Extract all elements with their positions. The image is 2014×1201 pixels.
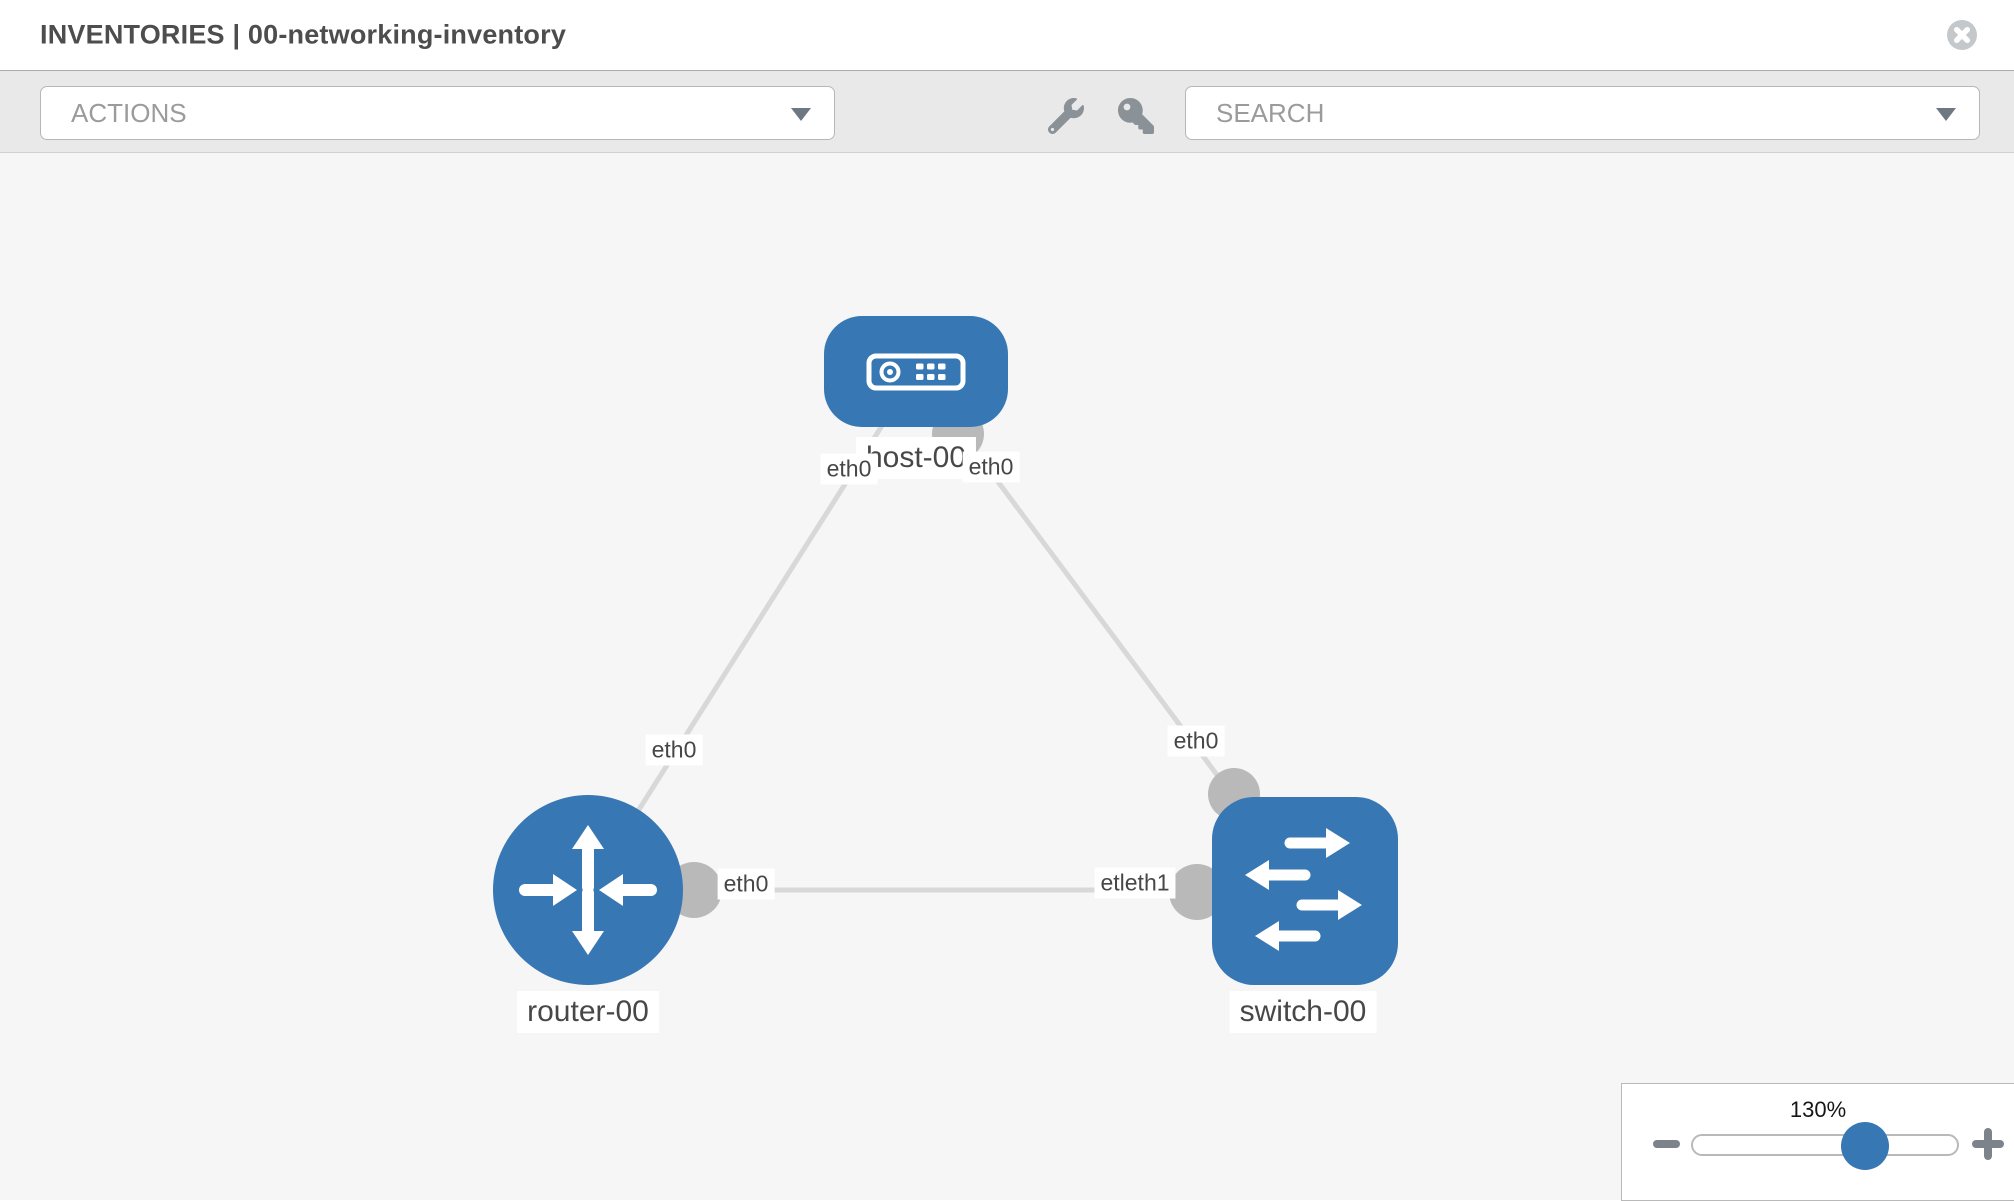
switch-arrows-icon	[1245, 828, 1362, 951]
zoom-panel: 130%	[1621, 1083, 2014, 1201]
node-router-00[interactable]	[493, 795, 683, 985]
key-icon	[1118, 98, 1154, 134]
credentials-button[interactable]	[1118, 98, 1154, 134]
iface-label-host-router-router-end: eth0	[645, 734, 703, 766]
circle-x-icon	[1947, 20, 1977, 50]
node-label-router: router-00	[517, 991, 659, 1033]
node-switch-00[interactable]	[1212, 797, 1398, 985]
actions-dropdown-label: ACTIONS	[71, 97, 187, 128]
chevron-down-icon	[791, 108, 811, 121]
iface-label-router-switch-switch-end: etleth1	[1094, 867, 1176, 899]
iface-label-router-switch-router-end: eth0	[717, 868, 775, 900]
search-dropdown-placeholder: SEARCH	[1216, 97, 1325, 128]
search-dropdown[interactable]: SEARCH	[1185, 86, 1980, 140]
topology-canvas[interactable]: host-00 router-00 switch-00 eth0 eth0 et…	[0, 153, 2014, 1201]
zoom-slider-thumb[interactable]	[1841, 1122, 1889, 1170]
zoom-in-button[interactable]	[1972, 1128, 2004, 1160]
close-button[interactable]	[1947, 20, 1977, 50]
router-crossed-arrows-icon	[519, 825, 657, 955]
page-header: INVENTORIES | 00-networking-inventory	[0, 0, 2014, 70]
zoom-slider[interactable]	[1691, 1122, 1959, 1170]
configure-button[interactable]	[1047, 98, 1084, 135]
chevron-down-icon	[1936, 108, 1956, 121]
node-host-00[interactable]	[824, 316, 1008, 427]
iface-label-host-router-host-end: eth0	[820, 453, 878, 485]
page-title: INVENTORIES | 00-networking-inventory	[40, 19, 567, 50]
interface-dot-switch-left	[1169, 864, 1225, 920]
zoom-level-label: 130%	[1789, 1097, 1847, 1122]
wrench-icon	[1047, 98, 1084, 135]
iface-label-host-switch-switch-end: eth0	[1167, 725, 1225, 757]
iface-label-host-switch-host-end: eth0	[962, 451, 1020, 483]
actions-dropdown[interactable]: ACTIONS	[40, 86, 835, 140]
zoom-out-button[interactable]	[1653, 1140, 1680, 1148]
node-label-switch: switch-00	[1229, 991, 1377, 1033]
toolbar: ACTIONS SEARCH	[0, 70, 2014, 153]
server-icon	[866, 353, 966, 390]
